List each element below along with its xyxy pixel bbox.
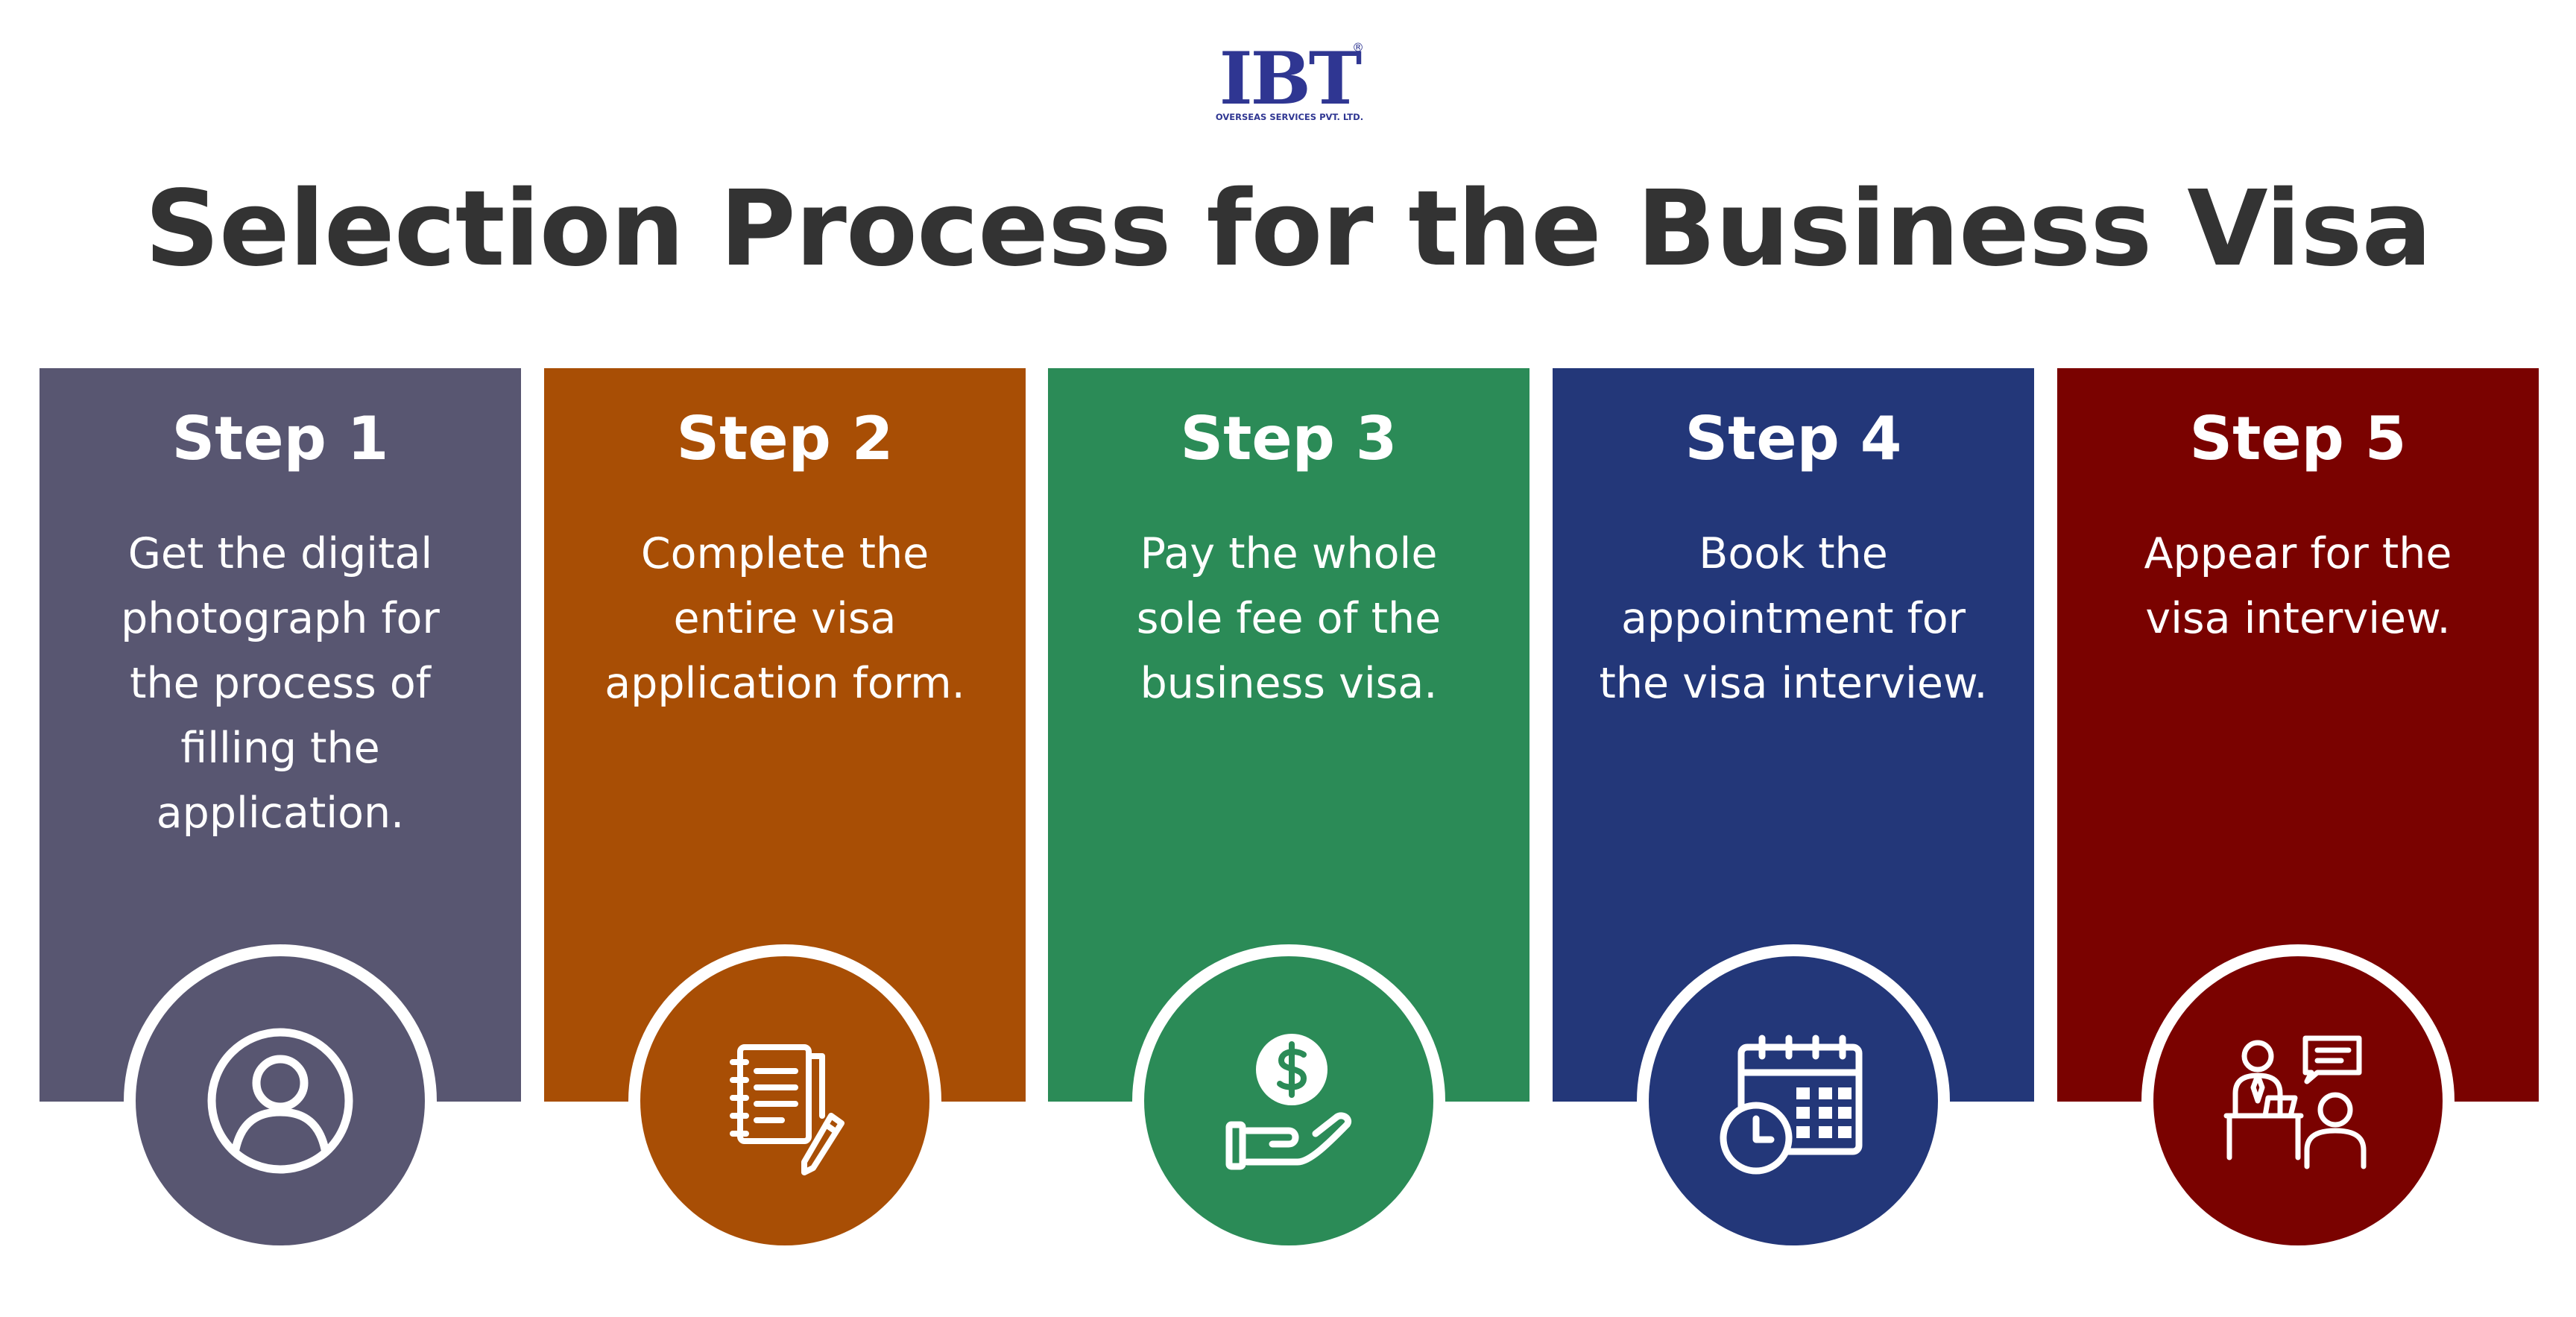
step-1-line: application. [156, 789, 405, 838]
step-2-icon-ring [628, 944, 941, 1257]
logo-registered-mark: ® [1352, 40, 1364, 54]
step-1-line: the process of [130, 659, 431, 708]
step-1-icon-disc [136, 956, 425, 1245]
step-5-description: Appear for the visa interview. [2057, 522, 2539, 651]
step-3-line: business visa. [1140, 659, 1438, 708]
step-5-line: Appear for the [2144, 529, 2452, 578]
step-2-line: application form. [604, 659, 965, 708]
step-4-line: Book the [1699, 529, 1888, 578]
user-profile-icon [207, 1028, 353, 1174]
step-5-card: Step 5 Appear for the visa interview. [2057, 0, 2539, 1317]
notebook-pen-icon [730, 1044, 845, 1175]
step-5-icon-ring [2141, 944, 2455, 1257]
page-title: Selection Process for the Business Visa [145, 168, 2432, 290]
step-2-line: Complete the [640, 529, 929, 578]
step-2-line: entire visa [673, 594, 897, 643]
step-1-card: Step 1 Get the digital photograph for th… [40, 0, 521, 1317]
step-5-title: Step 5 [2189, 404, 2407, 473]
step-1-line: Get the digital [127, 529, 433, 578]
step-1-line: filling the [180, 724, 380, 773]
step-2-description: Complete the entire visa application for… [544, 522, 1026, 716]
step-4-icon-ring [1637, 944, 1950, 1257]
company-logo: IBT ® OVERSEAS SERVICES PVT. LTD. [1215, 37, 1364, 122]
step-5-icon-disc [2153, 956, 2443, 1245]
step-3-title: Step 3 [1180, 404, 1398, 473]
step-1-description: Get the digital photograph for the proce… [40, 522, 521, 846]
step-4-line: appointment for [1620, 594, 1966, 643]
step-4-line: the visa interview. [1599, 659, 1988, 708]
step-1-line: photograph for [121, 594, 440, 643]
step-2-title: Step 2 [676, 404, 894, 473]
step-3-line: sole fee of the [1136, 594, 1442, 643]
step-3-line: Pay the whole [1140, 529, 1438, 578]
step-3-card: Step 3 Pay the whole sole fee of the bus… [1048, 0, 1530, 1317]
step-2-card: Step 2 Complete the entire visa applicat… [544, 0, 1026, 1317]
calendar-clock-icon [1720, 1035, 1863, 1175]
step-1-icon-ring [124, 944, 437, 1257]
logo-wordmark: IBT [1219, 37, 1362, 121]
step-4-card: Step 4 Book the appointment for the visa… [1553, 0, 2034, 1317]
step-4-icon-disc [1649, 956, 1938, 1245]
step-4-description: Book the appointment for the visa interv… [1553, 522, 2034, 716]
step-1-title: Step 1 [171, 404, 389, 473]
step-4-title: Step 4 [1685, 404, 1902, 473]
dollar-hand-icon [1225, 1034, 1351, 1170]
interview-icon [2223, 1035, 2367, 1169]
step-2-icon-disc [640, 956, 929, 1245]
step-3-icon-disc [1144, 956, 1433, 1245]
logo-tagline: OVERSEAS SERVICES PVT. LTD. [1215, 112, 1364, 122]
step-5-line: visa interview. [2145, 594, 2451, 643]
step-3-icon-ring [1132, 944, 1445, 1257]
step-3-description: Pay the whole sole fee of the business v… [1048, 522, 1530, 716]
